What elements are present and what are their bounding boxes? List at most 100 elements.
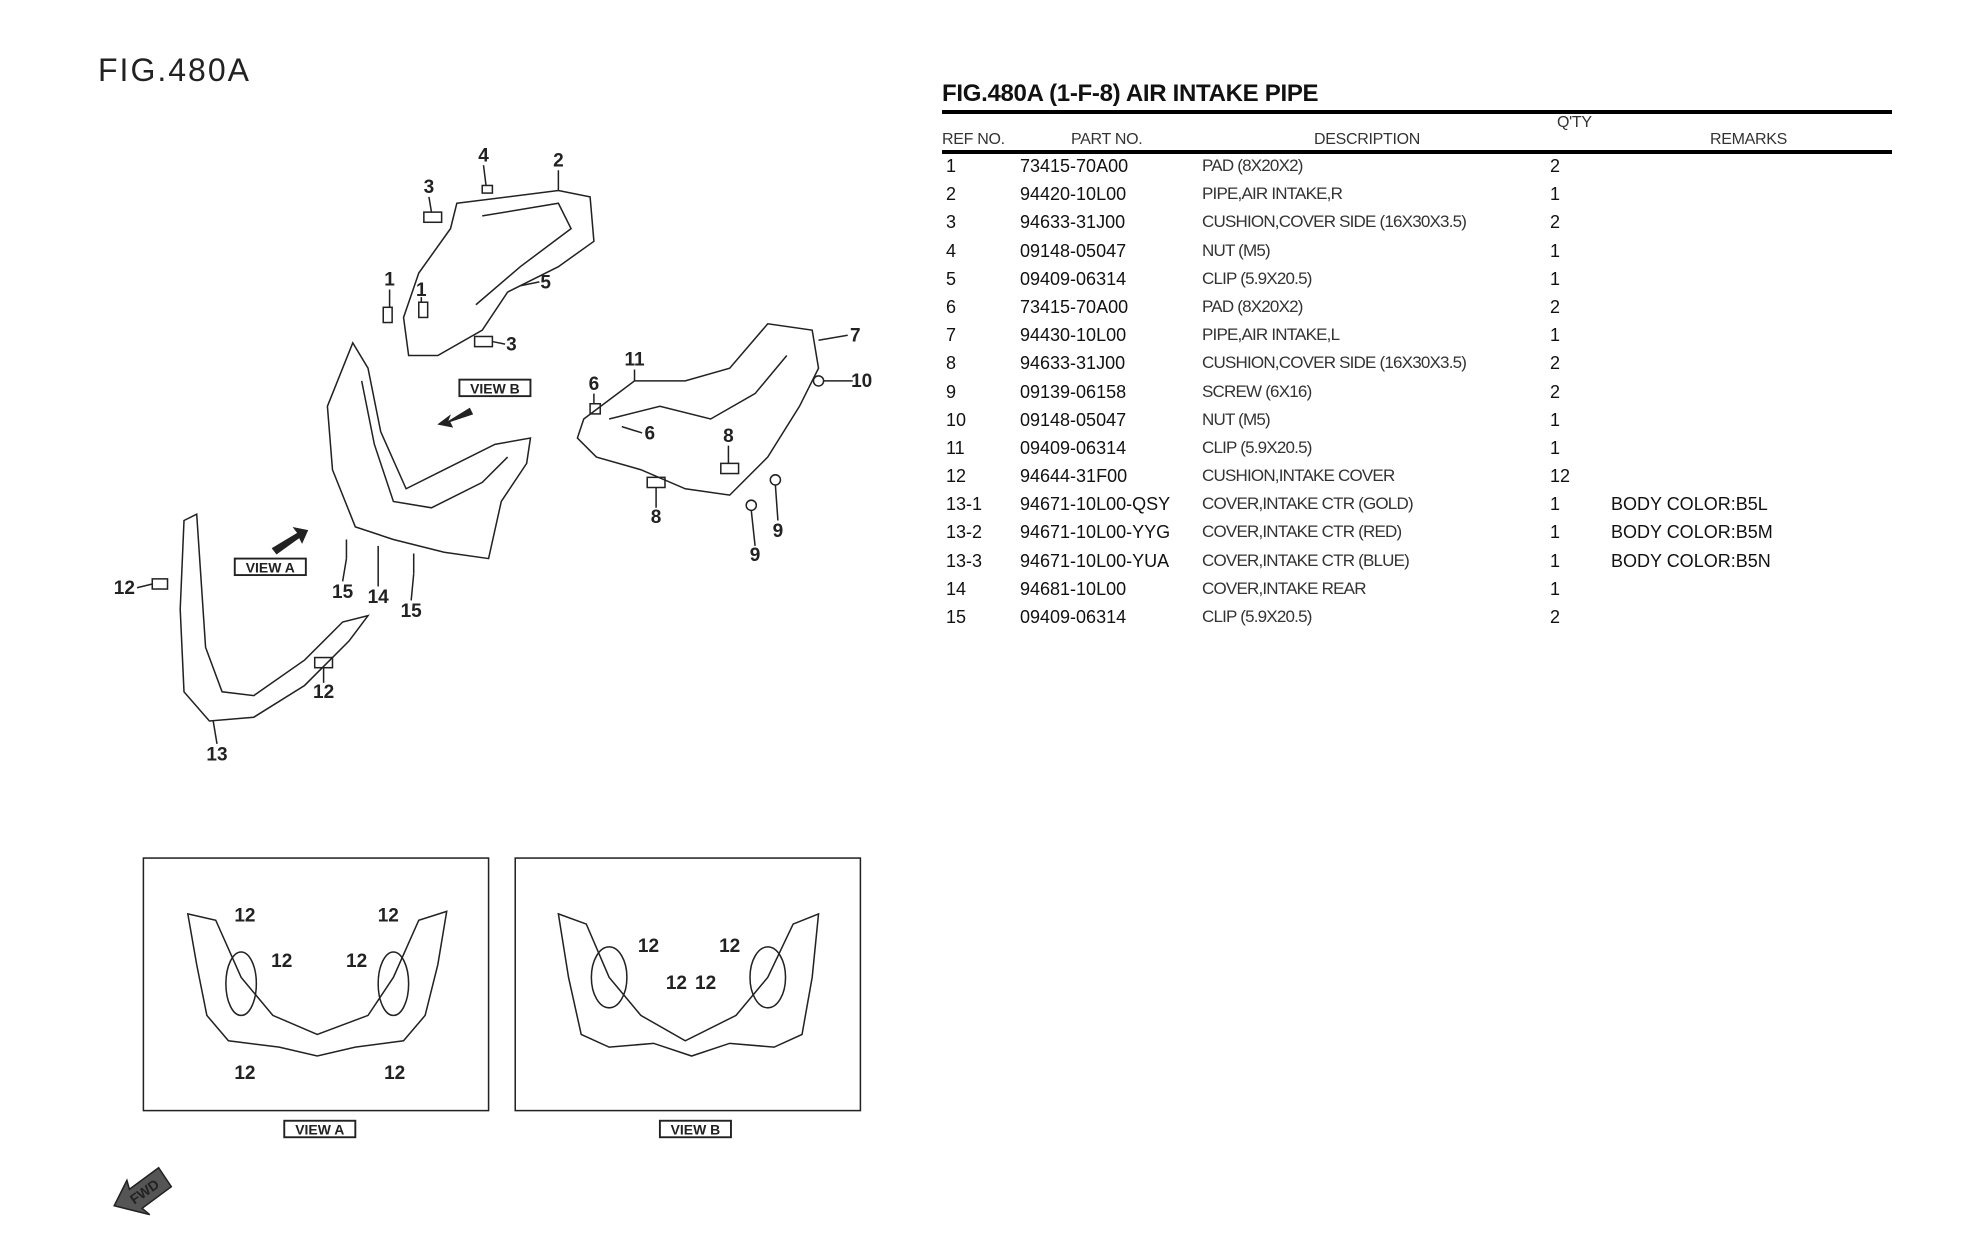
quantity-cell: 1 [1550, 409, 1561, 430]
header-description: DESCRIPTION [1314, 131, 1421, 148]
ref-no-cell: 4 [946, 240, 957, 261]
callout: 6 [589, 374, 600, 395]
ref-no-cell: 3 [946, 212, 957, 233]
figure-label: FIG.480A [98, 52, 251, 88]
callout: 12 [114, 578, 135, 599]
quantity-cell: 1 [1550, 184, 1561, 205]
quantity-cell: 1 [1550, 325, 1561, 346]
callout: 15 [332, 582, 354, 603]
header-ref: REF NO. [942, 131, 1005, 148]
quantity-cell: 12 [1550, 466, 1571, 487]
description-cell: CLIP (5.9X20.5) [1202, 268, 1312, 288]
part-no-cell: 73415-70A00 [1020, 156, 1129, 176]
part-no-cell: 09139-06158 [1020, 381, 1127, 402]
table-row: 9 09139-06158 SCREW (6X16) 2 [942, 380, 1892, 408]
title-rule [942, 110, 1892, 114]
header-rule [942, 150, 1892, 154]
fwd-arrow-icon [113, 1166, 173, 1216]
part-no-cell: 09409-06314 [1020, 268, 1127, 289]
ref-no-cell: 9 [946, 381, 957, 402]
table-row: 3 94633-31J00 CUSHION,COVER SIDE (16X30X3.… [942, 210, 1892, 238]
view-b-frame [514, 857, 862, 1112]
ref-no-cell: 2 [946, 184, 957, 205]
description-cell: SCREW (6X16) [1202, 381, 1312, 401]
part-no-cell: 94681-10L00 [1020, 578, 1127, 599]
table-row: 14 94681-10L00 COVER,INTAKE REAR 1 [942, 577, 1892, 605]
callout-labels: 3 4 2 1 1 5 3 11 7 6 10 6 8 8 9 9 12 15 … [114, 145, 872, 1207]
quantity-cell: 2 [1550, 156, 1561, 176]
ref-no-cell: 15 [946, 607, 967, 627]
part-no-cell: 94644-31F00 [1020, 466, 1128, 487]
quantity-cell: 1 [1550, 578, 1561, 599]
ref-no-cell: 13-2 [946, 522, 983, 543]
part-no-cell: 94671-10L00-YYG [1020, 522, 1171, 543]
view-b-caption: VIEW B [671, 1122, 721, 1138]
quantity-cell: 1 [1550, 550, 1561, 571]
callout: 12 [695, 973, 716, 994]
callout: 8 [651, 507, 662, 528]
callout: 12 [313, 682, 334, 703]
remarks-cell: BODY COLOR:B5L [1611, 494, 1768, 515]
ref-no-cell: 11 [946, 437, 965, 458]
table-row: 12 94644-31F00 CUSHION,INTAKE COVER 12 [942, 464, 1892, 492]
quantity-cell: 1 [1550, 494, 1561, 515]
description-cell: COVER,INTAKE REAR [1202, 578, 1366, 598]
callout: 14 [368, 587, 390, 608]
callout: 11 [624, 350, 645, 371]
view-a-caption: VIEW A [295, 1122, 344, 1138]
quantity-cell: 1 [1550, 522, 1561, 543]
ref-no-cell: 14 [946, 578, 967, 599]
callout: 9 [773, 521, 784, 542]
ref-no-cell: 13-1 [946, 494, 983, 515]
callout: 12 [271, 951, 292, 972]
description-cell: CLIP (5.9X20.5) [1202, 437, 1312, 457]
ref-no-cell: 6 [946, 296, 957, 317]
ref-no-cell: 7 [946, 325, 957, 346]
description-cell: CUSHION,COVER SIDE (16X30X3.5) [1202, 353, 1467, 373]
part-intake-cover-ctr [179, 512, 370, 722]
ref-no-cell: 12 [946, 466, 967, 487]
callout: 12 [346, 951, 367, 972]
callout: 6 [644, 423, 655, 444]
callout: 1 [416, 280, 427, 301]
part-no-cell: 94633-31J00 [1020, 212, 1126, 233]
view-a-frame [142, 857, 490, 1112]
description-cell: CLIP (5.9X20.5) [1202, 607, 1312, 626]
callout: 1 [384, 270, 395, 291]
quantity-cell: 2 [1550, 607, 1561, 627]
callout: 2 [553, 150, 564, 171]
callout: 12 [384, 1063, 405, 1084]
quantity-cell: 2 [1550, 212, 1561, 233]
description-cell: PAD (8X20X2) [1202, 296, 1303, 316]
callout: 9 [750, 545, 761, 566]
quantity-cell: 1 [1550, 240, 1561, 261]
part-no-cell: 94671-10L00-YUA [1020, 550, 1170, 571]
description-cell: CUSHION,COVER SIDE (16X30X3.5) [1202, 212, 1467, 232]
quantity-cell: 2 [1550, 381, 1561, 402]
quantity-cell: 1 [1550, 437, 1561, 458]
description-cell: PAD (8X20X2) [1202, 156, 1303, 175]
part-air-intake-pipe-r [402, 189, 595, 357]
callout: 12 [666, 973, 687, 994]
header-part: PART NO. [1071, 131, 1143, 148]
description-cell: NUT (M5) [1202, 409, 1271, 429]
callout: 3 [506, 334, 517, 355]
description-cell: CUSHION,INTAKE COVER [1202, 466, 1395, 486]
quantity-cell: 1 [1550, 268, 1561, 289]
header-qty: Q'TY [1557, 114, 1592, 131]
callout: 12 [234, 1063, 255, 1084]
table-title: FIG.480A (1-F-8) AIR INTAKE PIPE [942, 80, 1319, 107]
